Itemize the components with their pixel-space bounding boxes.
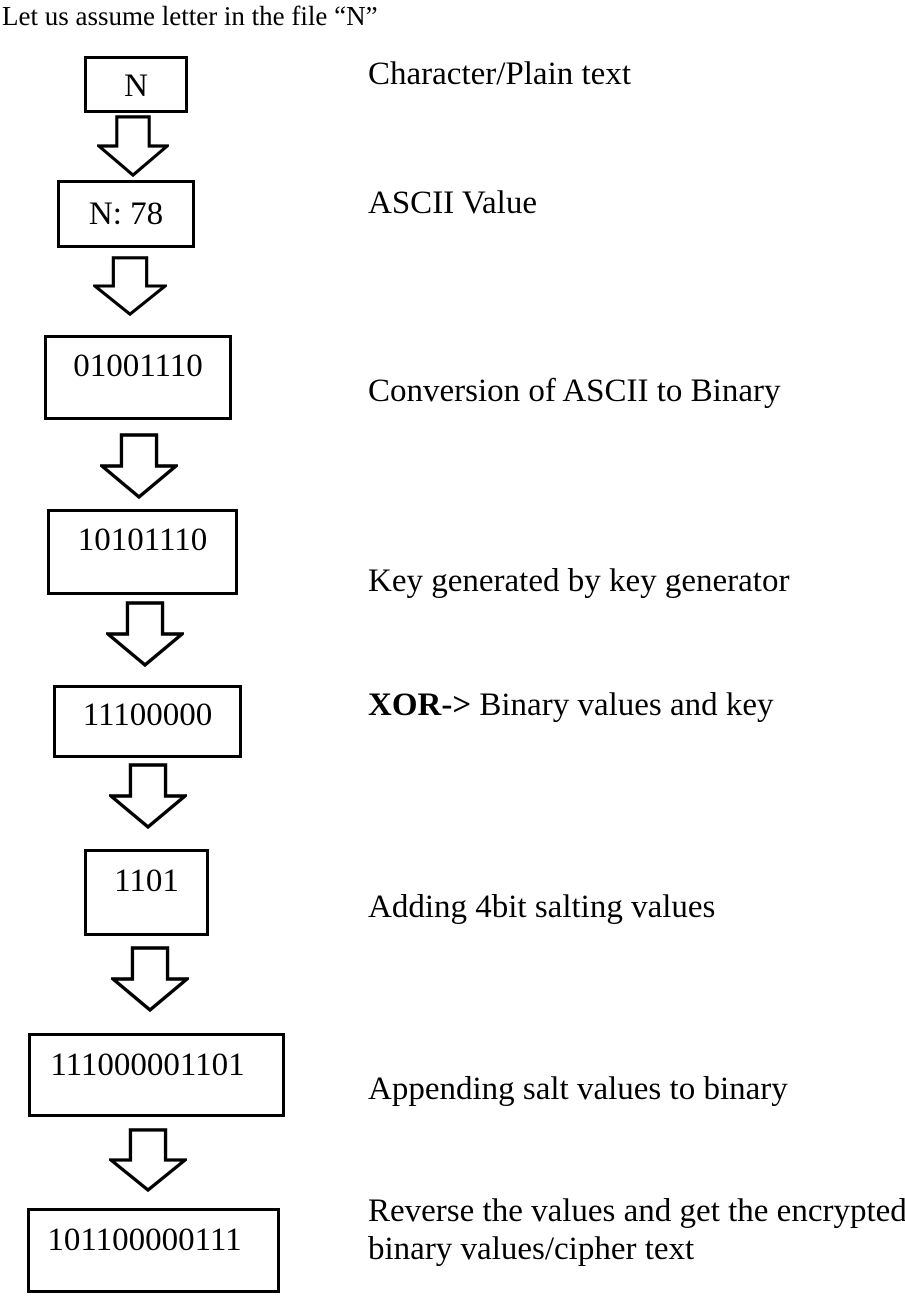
flow-box-xor-result: 11100000 <box>53 685 242 758</box>
down-arrow-icon <box>109 1128 187 1192</box>
step-label-text: ASCII Value <box>368 185 537 221</box>
flow-box-value: N <box>124 68 148 104</box>
down-arrow-icon <box>100 433 178 499</box>
flow-box-value: 111000001101 <box>50 1046 245 1083</box>
step-label-text: Reverse the values and get the encrypted… <box>368 1193 905 1267</box>
step-label-character: Character/Plain text <box>368 55 631 93</box>
xor-operator-label: XOR-> <box>368 687 472 723</box>
flow-box-character: N <box>84 56 188 113</box>
down-arrow-icon <box>97 115 169 177</box>
flow-box-value: N: 78 <box>88 195 164 232</box>
down-arrow-icon <box>106 601 184 667</box>
step-label-text: Key generated by key generator <box>368 563 790 599</box>
step-label-text: Character/Plain text <box>368 56 631 92</box>
flow-box-value: 1101 <box>114 863 179 899</box>
step-label-text: Adding 4bit salting values <box>368 889 716 925</box>
step-label-append-salt: Appending salt values to binary <box>368 1070 788 1108</box>
step-label-binary-conversion: Conversion of ASCII to Binary <box>368 372 780 410</box>
step-label-key-generator: Key generated by key generator <box>368 562 789 600</box>
down-arrow-icon <box>109 763 187 829</box>
flow-box-cipher-text: 101100000111 <box>27 1208 280 1293</box>
down-arrow-icon <box>93 256 167 316</box>
figure-caption: Let us assume letter in the file “N” <box>2 1 378 31</box>
flow-box-ascii: N: 78 <box>57 180 195 248</box>
flow-box-value: 01001110 <box>73 348 203 384</box>
step-label-reverse-cipher: Reverse the values and get the encrypted… <box>368 1192 905 1268</box>
flow-box-value: 10101110 <box>77 521 208 558</box>
flow-box-salt: 1101 <box>84 849 209 936</box>
flow-box-value: 11100000 <box>82 697 213 733</box>
step-label-text: Binary values and key <box>471 687 774 723</box>
step-label-text: Conversion of ASCII to Binary <box>368 373 781 409</box>
down-arrow-icon <box>111 946 189 1012</box>
step-label-xor: XOR-> Binary values and key <box>368 686 774 724</box>
step-label-ascii: ASCII Value <box>368 184 537 222</box>
step-label-text: Appending salt values to binary <box>368 1071 788 1107</box>
flow-box-salted-binary: 111000001101 <box>28 1033 285 1117</box>
flow-box-value: 101100000111 <box>47 1222 242 1258</box>
flow-box-binary: 01001110 <box>44 335 232 420</box>
step-label-salting: Adding 4bit salting values <box>368 888 715 926</box>
flow-box-key: 10101110 <box>47 509 238 595</box>
